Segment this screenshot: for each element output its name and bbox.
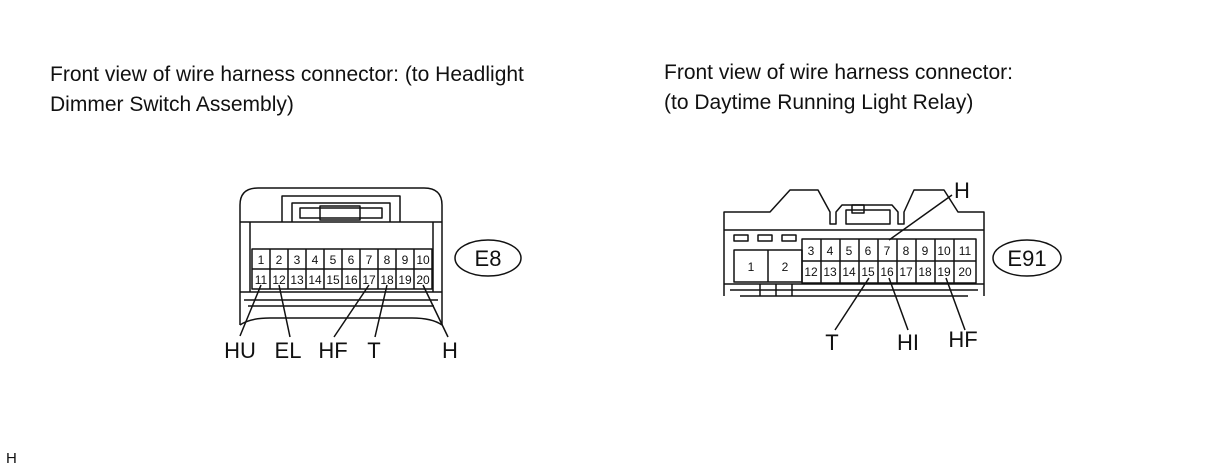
connector-e91-body [723,189,985,297]
e91-pin-18: 18 [918,265,932,279]
e91-pin-9: 9 [922,244,929,258]
connector-e8-labels: HU EL HF T H [224,338,458,363]
e91-label-hf: HF [948,327,977,352]
e8-label-h: H [442,338,458,363]
e91-pin-14: 14 [842,265,856,279]
e91-pin-16: 16 [880,265,894,279]
e8-pin-18: 18 [380,273,394,287]
footer-mark: H [6,450,17,467]
connector-e8-pin-grid [251,248,433,290]
e91-label-hi: HI [897,330,919,355]
e8-pin-16: 16 [344,273,358,287]
e8-pin-9: 9 [402,253,409,267]
caption-left-line-1: Front view of wire harness connector: (t… [50,63,524,86]
e8-label-el: EL [275,338,302,363]
e8-pin-12: 12 [272,273,286,287]
e8-pin-17: 17 [362,273,376,287]
e91-pin-12: 12 [804,265,818,279]
e8-label-t: T [367,338,380,363]
connector-e91-labels: H T HI HF [825,178,977,355]
caption-left-line-2: Dimmer Switch Assembly) [50,93,294,116]
connector-e91-code-ellipse [992,239,1062,277]
e91-pin-11: 11 [959,244,972,258]
caption-right: Front view of wire harness connector: (t… [664,58,1013,118]
e8-label-hf: HF [318,338,347,363]
e8-pin-4: 4 [312,253,319,267]
e8-pin-6: 6 [348,253,355,267]
connector-e8-code: E8 [475,246,502,271]
e8-pin-5: 5 [330,253,337,267]
connector-e8-pins: 1 2 3 4 5 6 7 8 9 10 11 12 13 14 15 16 1… [255,253,430,287]
e8-pin-11: 11 [255,273,268,287]
connector-e91-leaders [834,194,966,331]
connector-e8-code-ellipse [454,239,522,277]
e91-pin-10: 10 [937,244,951,258]
caption-left: Front view of wire harness connector: (t… [50,60,524,120]
e91-pin-3: 3 [808,244,815,258]
e91-pin-6: 6 [865,244,872,258]
e91-pin-19: 19 [937,265,951,279]
e8-pin-19: 19 [398,273,412,287]
e91-pin-7: 7 [884,244,891,258]
e8-pin-15: 15 [326,273,340,287]
e8-pin-13: 13 [290,273,304,287]
e8-pin-20: 20 [416,273,430,287]
e8-pin-7: 7 [366,253,373,267]
caption-right-line-1: Front view of wire harness connector: [664,61,1013,84]
e91-pin-4: 4 [827,244,834,258]
e8-pin-14: 14 [308,273,322,287]
e91-pin-15: 15 [861,265,875,279]
e91-label-t: T [825,330,838,355]
e91-pin-17: 17 [899,265,913,279]
e8-pin-8: 8 [384,253,391,267]
e8-pin-10: 10 [416,253,430,267]
e91-pin-13: 13 [823,265,837,279]
e8-pin-3: 3 [294,253,301,267]
e8-pin-1: 1 [258,253,265,267]
e8-pin-2: 2 [276,253,283,267]
e91-pin-1: 1 [748,260,755,274]
e91-pin-5: 5 [846,244,853,258]
e91-pin-20: 20 [958,265,972,279]
connector-e91-pin-grid [733,238,977,284]
e91-label-h: H [954,178,970,203]
e91-pin-2: 2 [782,260,789,274]
connector-e8-body [239,187,443,326]
connector-e91-code: E91 [1007,246,1046,271]
connector-e91-pins: 1 2 3 4 5 6 7 8 9 10 11 12 13 14 15 16 1… [748,244,972,279]
e8-label-hu: HU [224,338,256,363]
e91-pin-8: 8 [903,244,910,258]
connector-e8-leaders [239,284,449,338]
caption-right-line-2: (to Daytime Running Light Relay) [664,91,974,114]
